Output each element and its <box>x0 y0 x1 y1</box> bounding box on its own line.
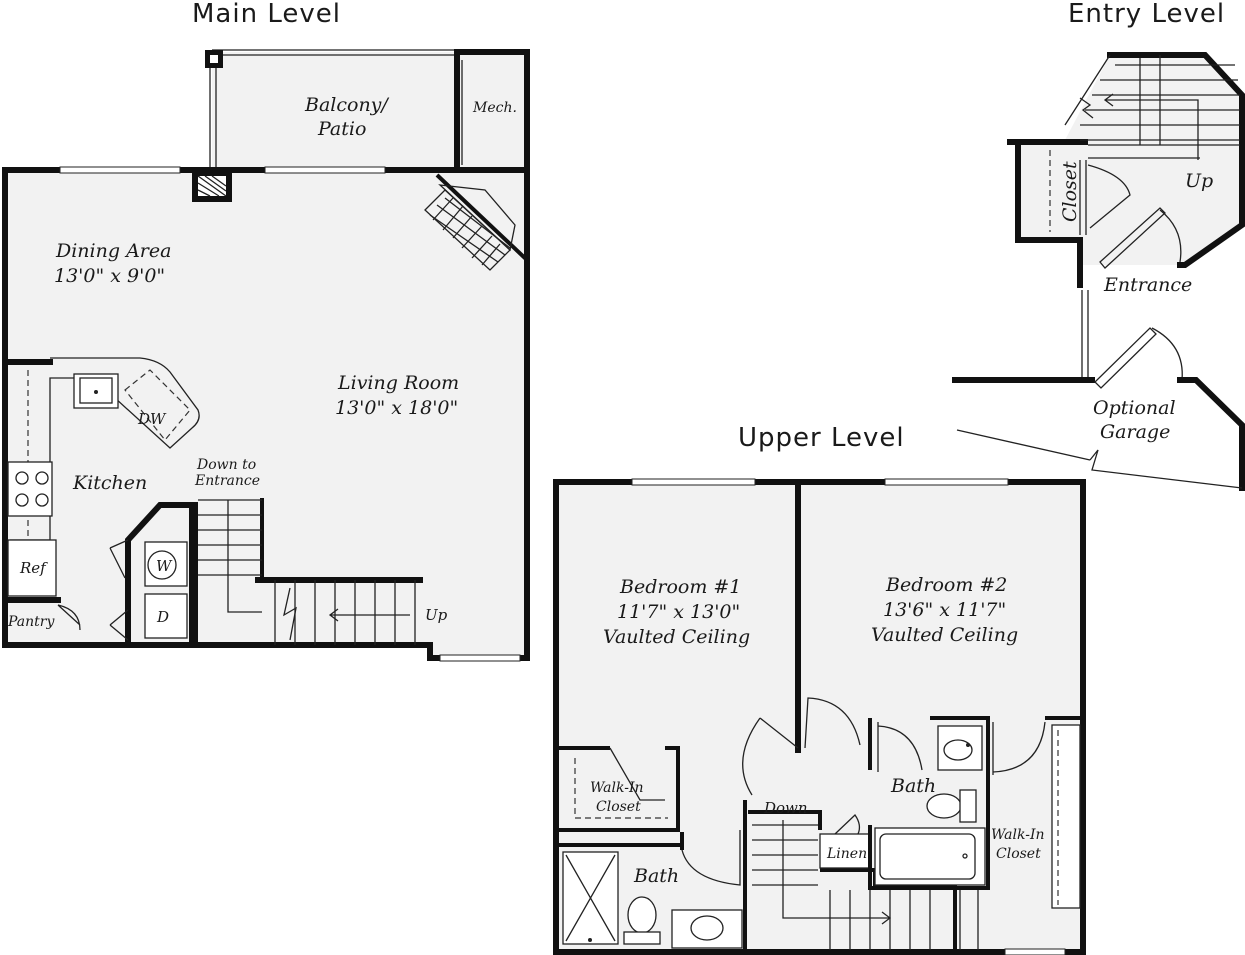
optional-garage-line2: Garage <box>1100 421 1170 443</box>
patio-slider <box>264 166 386 174</box>
dining-area-label: Dining Area <box>55 240 171 262</box>
entry-up-label: Up <box>1185 170 1213 192</box>
walkin1-label-line1: Walk-In <box>590 780 644 796</box>
mech-label: Mech. <box>472 100 517 116</box>
balcony-floor <box>212 52 527 170</box>
pantry-label: Pantry <box>7 614 55 630</box>
bedroom2-dims: 13'6" x 11'7" <box>883 599 1006 621</box>
upper-stairs <box>752 820 931 950</box>
bedroom2-window <box>884 478 1009 486</box>
entry-stairs <box>1080 55 1240 160</box>
dining-window <box>59 166 181 174</box>
main-level-heading: Main Level <box>192 0 341 29</box>
upper-level-plan: Walk-In Closet Bath Down Linen <box>553 478 1086 955</box>
balcony-label-line2: Patio <box>317 118 366 140</box>
main-up-label: Up <box>425 606 448 624</box>
walkin2-label-line2: Closet <box>996 846 1041 862</box>
entry-floor <box>1018 55 1242 265</box>
main-level-plan: DW Ref Pantry W D Down to <box>2 49 530 662</box>
bedroom1-dims: 11'7" x 13'0" <box>617 601 740 623</box>
dryer-label: D <box>156 608 169 626</box>
bedroom1-window <box>631 478 756 486</box>
toilet1 <box>627 896 657 934</box>
living-room-dims: 13'0" x 18'0" <box>335 397 458 419</box>
dishwasher-label: DW <box>137 410 167 428</box>
linen-closet <box>819 833 871 869</box>
living-room-label: Living Room <box>337 372 459 394</box>
kitchen-label: Kitchen <box>72 472 147 494</box>
bedroom1-ceiling: Vaulted Ceiling <box>603 626 750 648</box>
down-to-entrance-line1: Down to <box>196 457 256 473</box>
dryer <box>144 593 188 639</box>
dining-area-dims: 13'0" x 9'0" <box>54 265 165 287</box>
washer-label: W <box>156 557 173 575</box>
range <box>7 461 53 517</box>
entrance-label: Entrance <box>1103 274 1192 296</box>
bath2-label: Bath <box>890 775 936 797</box>
entry-closet-label: Closet <box>1059 161 1081 222</box>
ref-label: Ref <box>19 559 48 577</box>
closet2-shelving <box>1051 724 1081 909</box>
upper-floor <box>556 482 1083 952</box>
entry-level-plan: Closet Up Entrance Optional Garage <box>952 52 1245 491</box>
main-stairs <box>198 499 416 645</box>
bedroom1-label: Bedroom #1 <box>619 576 741 598</box>
closet-window <box>1004 948 1066 955</box>
down-to-entrance-line2: Entrance <box>194 473 260 489</box>
bath1-label: Bath <box>633 865 679 887</box>
balcony-label-line1: Balcony/ <box>304 94 389 116</box>
linen-label: Linen <box>826 846 867 862</box>
walkin1-label-line2: Closet <box>596 799 641 815</box>
toilet2 <box>926 793 962 819</box>
bedroom2-label: Bedroom #2 <box>885 574 1007 596</box>
walkin2-label-line1: Walk-In <box>991 827 1045 843</box>
upper-level-heading: Upper Level <box>738 423 905 453</box>
upper-down-label: Down <box>763 799 808 817</box>
fireplace-hatch <box>424 189 511 271</box>
entry-level-heading: Entry Level <box>1068 0 1225 29</box>
optional-garage-line1: Optional <box>1093 397 1176 419</box>
refrigerator <box>7 539 57 597</box>
bedroom2-ceiling: Vaulted Ceiling <box>871 624 1018 646</box>
living-window <box>439 654 521 662</box>
